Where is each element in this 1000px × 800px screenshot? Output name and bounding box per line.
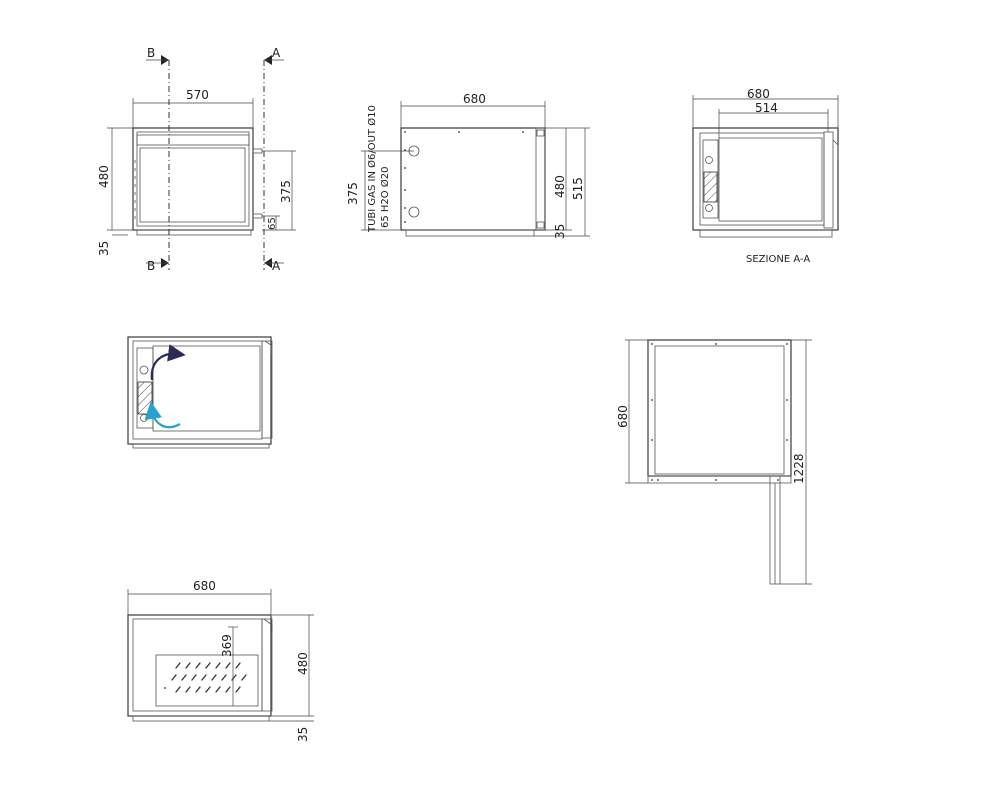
pipe-gas-label: TUBI GAS IN Ø6/OUT Ø10 xyxy=(366,105,378,233)
vent-slots xyxy=(171,662,247,693)
dim-base-35-side: 35 xyxy=(553,224,567,239)
section-a-label-bottom: A xyxy=(272,259,281,273)
dim-total-1228: 1228 xyxy=(792,453,806,484)
dim-inner-369: 369 xyxy=(220,634,234,657)
dim-375: 375 xyxy=(279,180,293,203)
section-b-label-top: B xyxy=(147,46,155,60)
section-b-label-bottom: B xyxy=(147,259,155,273)
dim-height-480-side: 480 xyxy=(553,175,567,198)
dim-base-35: 35 xyxy=(97,241,111,256)
dim-width-680-section: 680 xyxy=(747,87,770,101)
top-view: 680 1228 xyxy=(616,339,812,585)
bottom-view: 680 369 480 35 xyxy=(127,579,314,742)
section-a-a-view: 680 514 SEZIONE A-A xyxy=(692,87,839,265)
dim-height-480: 480 xyxy=(97,165,111,188)
section-caption: SEZIONE A-A xyxy=(746,254,810,265)
dim-base-35-bottom: 35 xyxy=(296,727,310,742)
dim-inner-514: 514 xyxy=(755,101,778,115)
dim-width-570: 570 xyxy=(186,88,209,102)
dim-depth-680: 680 xyxy=(616,405,630,428)
dim-375-side: 375 xyxy=(346,182,360,205)
cold-air-arrow xyxy=(144,401,181,429)
section-a-label-top: A xyxy=(272,46,281,60)
dim-height-480-bottom: 480 xyxy=(296,652,310,675)
dim-width-680: 680 xyxy=(463,92,486,106)
pipe-h2o-label: 65 H2O Ø20 xyxy=(379,167,391,228)
dim-width-680-bottom: 680 xyxy=(193,579,216,593)
dim-total-515: 515 xyxy=(571,177,585,200)
side-view: 680 375 TUBI GAS IN Ø6/OUT Ø10 65 H2O Ø2… xyxy=(346,92,590,239)
hot-air-arrow xyxy=(150,344,186,381)
front-view: B B A A 570 480 35 375 65 xyxy=(97,46,296,273)
dim-65: 65 xyxy=(267,217,278,230)
airflow-view xyxy=(127,336,273,449)
